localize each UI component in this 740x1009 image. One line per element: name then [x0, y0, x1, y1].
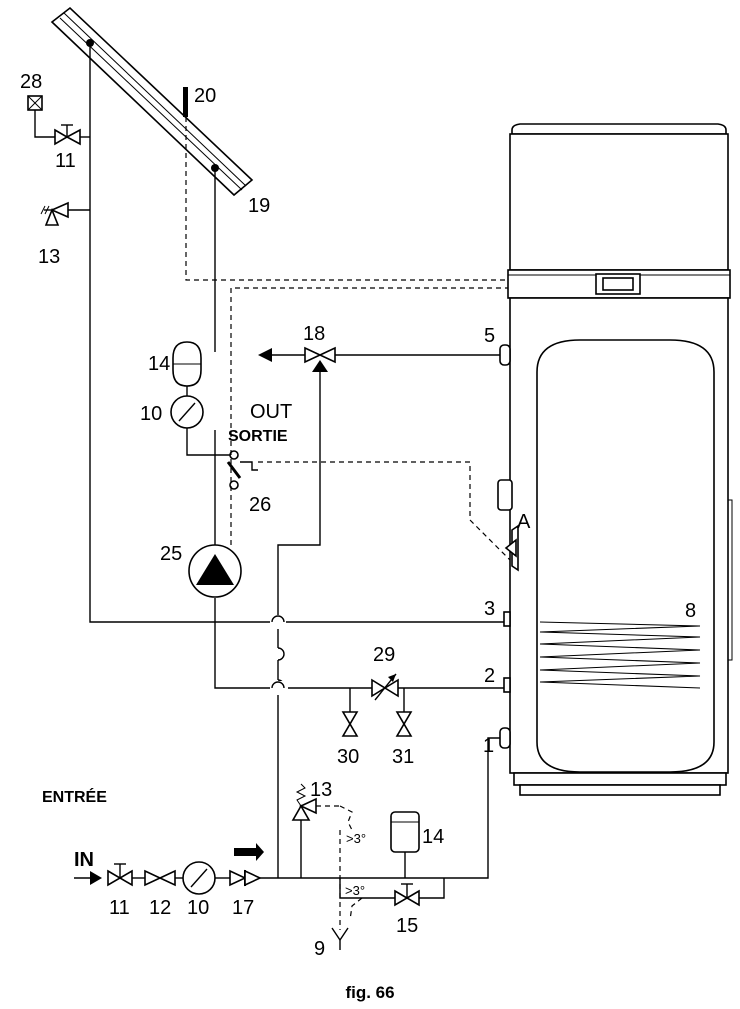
air-vent-28	[27, 95, 55, 138]
label-11-bottom: 11	[109, 897, 130, 919]
label-20: 20	[194, 85, 216, 107]
label-10-bottom: 10	[187, 897, 209, 919]
solar-loop-pipes	[68, 43, 508, 689]
label-18: 18	[303, 323, 325, 345]
label-30: 30	[337, 746, 359, 768]
label-a: A	[517, 511, 531, 533]
label-29: 29	[373, 644, 395, 666]
inlet-line	[74, 737, 508, 895]
sensor-cables	[185, 117, 520, 561]
flow-meter-26	[226, 450, 258, 490]
label-2: 2	[484, 665, 495, 687]
label-3: 3	[484, 598, 495, 620]
label-11-top: 11	[55, 150, 76, 172]
water-heater	[497, 123, 733, 796]
out-label: OUT	[250, 401, 292, 423]
valve-11-top	[54, 124, 81, 146]
label-13-top: 13	[38, 246, 60, 268]
label-19: 19	[248, 195, 270, 217]
label-14-bottom: 14	[422, 826, 444, 848]
expansion-vessel-14-top	[172, 341, 202, 396]
regulating-valve-29	[371, 673, 399, 701]
expansion-vessel-14-bottom	[390, 811, 420, 878]
safety-valve-13-top	[40, 201, 69, 226]
label-28: 28	[20, 71, 42, 93]
label-14-top: 14	[148, 353, 170, 375]
entree-label: ENTRÉE	[42, 787, 107, 806]
label-13-bottom: 13	[310, 779, 332, 801]
solar-collector	[50, 6, 254, 197]
sortie-label: SORTIE	[228, 428, 288, 445]
label-8: 8	[685, 600, 696, 622]
figure-caption: fig. 66	[345, 983, 394, 1002]
in-label: IN	[74, 849, 94, 871]
label-17: 17	[232, 897, 254, 919]
drain-funnel-9	[331, 830, 349, 950]
pressure-gauge-10-top	[170, 395, 204, 429]
collector-sensor	[183, 87, 188, 117]
label-25: 25	[160, 543, 182, 565]
label-15: 15	[396, 915, 418, 937]
drain-valve-31	[395, 688, 413, 737]
label-1: 1	[483, 735, 494, 757]
angle-label-1: >3°	[346, 831, 366, 846]
label-31: 31	[392, 746, 414, 768]
solar-pump-25	[188, 544, 242, 598]
angle-label-2: >3°	[345, 883, 365, 898]
dhw-outlet	[258, 346, 508, 878]
label-12: 12	[149, 897, 171, 919]
label-26: 26	[249, 494, 271, 516]
label-9: 9	[314, 938, 325, 960]
pipe-crossings	[270, 615, 286, 695]
drain-valve-30	[341, 688, 359, 737]
label-10-top: 10	[140, 403, 162, 425]
safety-valve-13-bottom	[291, 783, 353, 878]
label-5: 5	[484, 325, 495, 347]
